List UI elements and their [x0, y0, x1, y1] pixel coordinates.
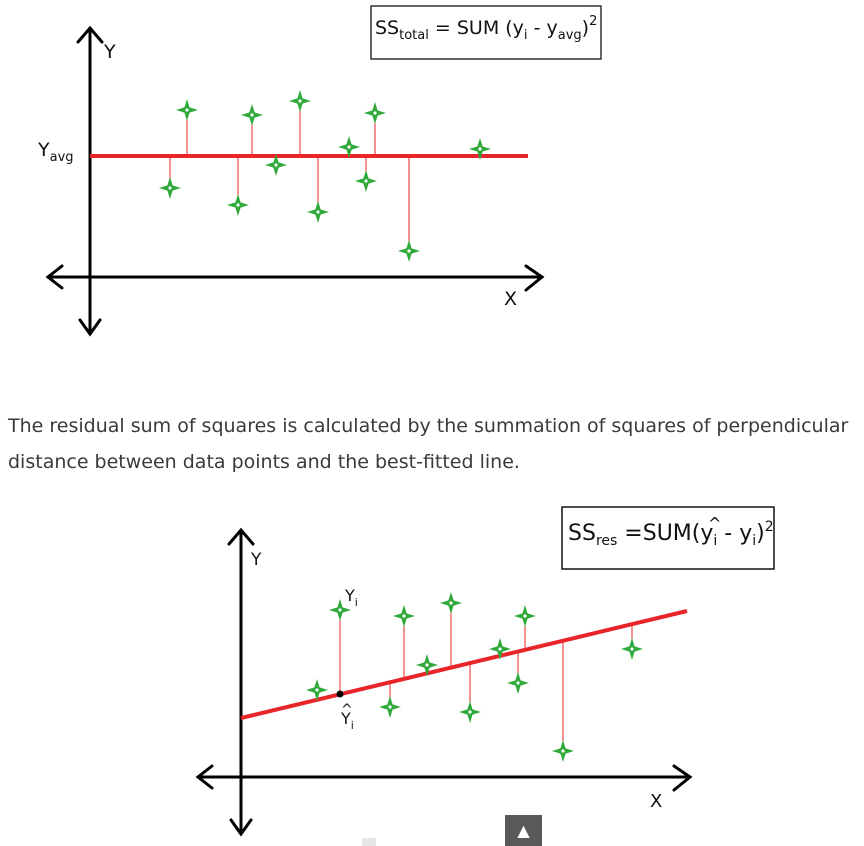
data-point-center — [388, 705, 392, 709]
residual-lines — [169, 101, 481, 251]
fitted-hat-mark: ^ — [341, 702, 353, 718]
data-point-center — [516, 681, 520, 685]
data-point-center — [523, 614, 527, 618]
axes — [195, 527, 693, 837]
y-axis-arrow-down — [229, 818, 253, 837]
best-fit-line — [240, 609, 688, 720]
data-point-center — [498, 647, 502, 651]
x-axis-arrow-left — [45, 264, 64, 290]
data-points — [159, 90, 491, 262]
data-point-center — [298, 99, 302, 103]
residual-sum-of-squares-diagram: SSres =SUM(yi - yi)2 ^ Y X Yi Yi ^ — [195, 506, 775, 837]
scrollbar-stub — [362, 838, 376, 846]
data-point-center — [168, 186, 172, 190]
data-point-center — [274, 163, 278, 167]
avg-label: Yavg — [37, 139, 74, 165]
data-point-center — [338, 608, 342, 612]
formula-box — [370, 5, 602, 60]
x-axis-arrow-right — [672, 764, 693, 792]
formula-text: SSres =SUM(yi - yi)2 — [568, 519, 774, 549]
data-point-center — [373, 111, 377, 115]
residual-lines — [316, 603, 633, 751]
y-axis-arrow-up — [227, 527, 255, 546]
data-point-center — [185, 108, 189, 112]
fitted-label: Yi — [340, 709, 354, 732]
explanation-paragraph: The residual sum of squares is calculate… — [8, 408, 864, 480]
y-axis-label: Y — [103, 41, 116, 63]
data-point-center — [250, 113, 254, 117]
x-axis-arrow-left — [195, 764, 214, 790]
data-point-center — [561, 749, 565, 753]
paragraph-line-1: The residual sum of squares is calculate… — [8, 415, 849, 437]
data-point-center — [468, 710, 472, 714]
paragraph-line-2: distance between data points and the bes… — [8, 451, 520, 473]
triangle-up-icon: ▲ — [517, 821, 530, 840]
data-point-center — [236, 203, 240, 207]
scroll-to-top-button[interactable]: ▲ — [505, 815, 542, 846]
data-point-center — [315, 688, 319, 692]
data-points — [306, 592, 643, 762]
hat-mark: ^ — [708, 514, 721, 533]
x-axis-arrow-right — [524, 264, 545, 292]
fitted-point — [336, 690, 344, 698]
data-point-center — [449, 601, 453, 605]
axes — [45, 25, 545, 337]
point-label: Yi — [344, 586, 358, 609]
y-axis-arrow-down — [78, 318, 102, 337]
formula-box — [561, 506, 775, 570]
data-point-center — [402, 614, 406, 618]
data-point-center — [407, 249, 411, 253]
y-axis-arrow-up — [76, 25, 104, 44]
data-point-center — [347, 145, 351, 149]
x-axis-label: X — [504, 288, 517, 310]
data-point-center — [425, 663, 429, 667]
data-point-center — [478, 147, 482, 151]
data-point-center — [630, 647, 634, 651]
total-sum-of-squares-diagram: SStotal = SUM (yi - yavg)2 Y X Yavg — [37, 5, 602, 337]
y-axis-label: Y — [250, 550, 262, 570]
data-point-center — [316, 210, 320, 214]
x-axis-label: X — [650, 791, 662, 812]
formula-text: SStotal = SUM (yi - yavg)2 — [375, 14, 597, 43]
data-point-center — [364, 179, 368, 183]
